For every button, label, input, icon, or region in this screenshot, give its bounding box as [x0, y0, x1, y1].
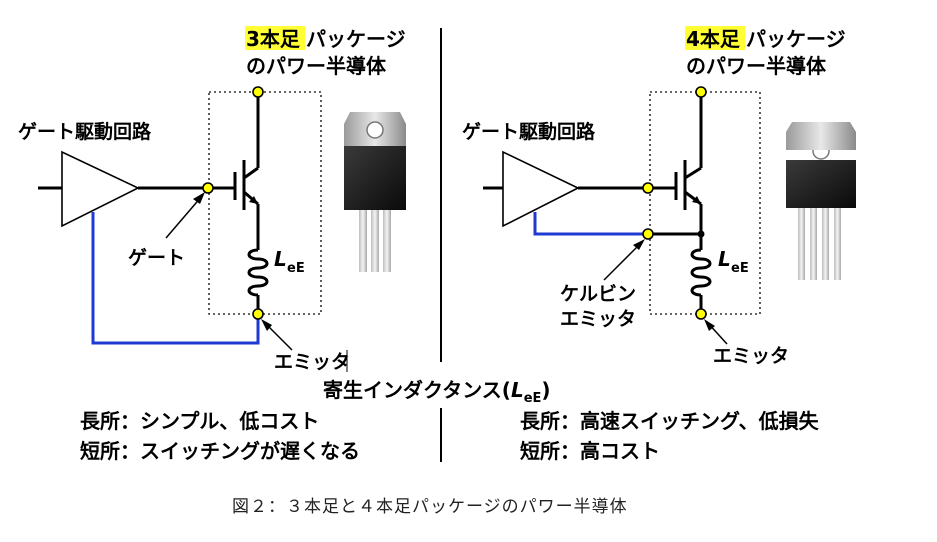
left-inductance-symbol: L [274, 247, 287, 271]
left-title-highlight [245, 26, 305, 50]
right-kelvin-wire [533, 212, 648, 236]
left-package-box [208, 91, 322, 315]
right-emitter-node [695, 308, 707, 320]
left-emitter-label: エミッタ [274, 351, 350, 373]
left-pros-text: 長所：シンプル、低コスト [80, 409, 319, 433]
parasitic-inductance-label: 寄生インダクタンス(LeE) [323, 378, 551, 406]
right-package-box [649, 91, 761, 315]
right-cons-text: 短所：高コスト [520, 439, 660, 463]
left-pin-count-label: 3本足 [246, 27, 301, 51]
right-emitter-arrow [704, 319, 728, 345]
right-collector-node [695, 86, 707, 98]
left-gate-label: ゲート [128, 247, 185, 269]
left-gate-arrow [165, 192, 205, 239]
right-inductor-coil [690, 248, 712, 314]
right-gate-driver-triangle [483, 150, 580, 228]
left-gate-node [202, 182, 214, 194]
figure-caption: 図２：３本足と４本足パッケージのパワー半導体 [232, 497, 628, 517]
left-collector-node [252, 86, 264, 98]
left-return-wire [91, 212, 260, 345]
left-inductor-coil [247, 248, 269, 314]
right-emitter-label: エミッタ [713, 345, 789, 367]
right-pin-count-label: 4本足 [686, 27, 741, 51]
left-title-line2: のパワー半導体 [246, 54, 387, 78]
left-emitter-node [252, 308, 264, 320]
right-pros-text: 長所：高速スイッチング、低損失 [520, 409, 820, 433]
right-kelvin-label-line2: エミッタ [560, 308, 636, 330]
right-title-line2: のパワー半導体 [686, 54, 827, 78]
right-panel: 4本足 パッケージ のパワー半導体 ゲート駆動回路 L eE [462, 26, 856, 367]
left-inductance-sub: eE [287, 261, 305, 276]
right-kelvin-arrow [603, 239, 645, 281]
left-igbt-symbol [208, 94, 260, 250]
left-cons-text: 短所：スイッチングが遅くなる [80, 439, 360, 463]
three-pin-package-image [344, 112, 406, 272]
left-panel: 3本足 パッケージ のパワー半導体 ゲート駆動回路 [18, 26, 406, 373]
right-driver-label: ゲート駆動回路 [462, 120, 596, 143]
left-gate-driver-triangle [38, 150, 140, 228]
four-pin-package-image [786, 122, 856, 280]
right-inductance-sub: eE [731, 261, 749, 276]
right-title-line1: パッケージ [746, 27, 846, 51]
right-title-highlight [685, 26, 745, 50]
left-title-line1: パッケージ [306, 27, 406, 51]
right-kelvin-label-line1: ケルビン [560, 283, 636, 305]
left-driver-label: ゲート駆動回路 [18, 120, 152, 143]
right-inductance-symbol: L [718, 247, 731, 271]
right-gate-node [642, 182, 654, 194]
right-kelvin-node [642, 228, 654, 240]
right-igbt-symbol [648, 94, 705, 250]
left-emitter-arrow [261, 319, 293, 351]
